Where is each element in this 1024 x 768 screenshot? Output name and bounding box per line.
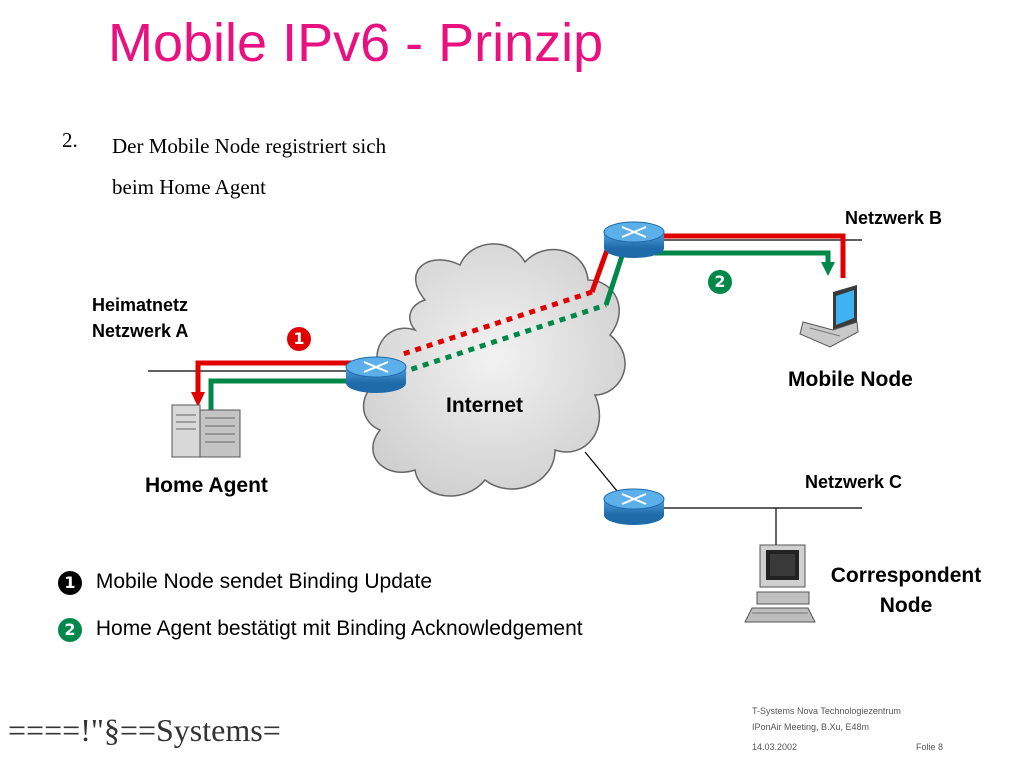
legend-item-binding-update: 1 Mobile Node sendet Binding Update (58, 570, 432, 595)
netzwerk-b-label: Netzwerk B (845, 208, 943, 228)
marker-one: 1 (287, 327, 311, 351)
marker-two: 2 (708, 270, 732, 294)
footer-date: 14.03.2002 (752, 742, 798, 752)
binding-ack-path (208, 250, 835, 410)
correspondent-node-label-line2: Node (879, 594, 933, 617)
router-c-link (584, 451, 623, 498)
step-number: 2. (62, 128, 78, 152)
footer-meeting: IPonAir Meeting, B.Xu, E48m (752, 722, 870, 732)
slide-title: Mobile IPv6 - Prinzip (108, 13, 604, 73)
legend-text-binding-update: Mobile Node sendet Binding Update (95, 570, 433, 593)
home-agent-label: Home Agent (145, 474, 268, 497)
netzwerk-c-label: Netzwerk C (805, 472, 903, 492)
router-home (345, 356, 407, 393)
footer-slide-number: Folie 8 (916, 742, 944, 752)
correspondent-node-label-line1: Correspondent (830, 564, 982, 587)
legend-marker-two: 2 (58, 618, 82, 642)
legend-item-binding-ack: 2 Home Agent bestätigt mit Binding Ackno… (58, 617, 583, 642)
router-c (603, 488, 665, 525)
binding-update-path (191, 233, 846, 407)
mobile-node-laptop-icon (799, 285, 859, 348)
correspondent-desktop-icon (744, 544, 816, 623)
step-text: Der Mobile Node registriert sich beim Ho… (112, 134, 387, 199)
heimatnetz-label: Heimatnetz (92, 295, 189, 315)
t-systems-logo: ====!"§==Systems= (8, 712, 281, 748)
router-b (603, 221, 665, 258)
internet-label: Internet (446, 394, 524, 417)
legend-marker-one: 1 (58, 571, 82, 595)
mobile-node-label: Mobile Node (788, 368, 913, 391)
footer-company: T-Systems Nova Technologiezentrum (752, 706, 901, 716)
legend-text-binding-ack: Home Agent bestätigt mit Binding Acknowl… (95, 617, 583, 640)
netzwerk-a-label: Netzwerk A (92, 321, 189, 341)
home-agent-server-icon (171, 404, 241, 458)
